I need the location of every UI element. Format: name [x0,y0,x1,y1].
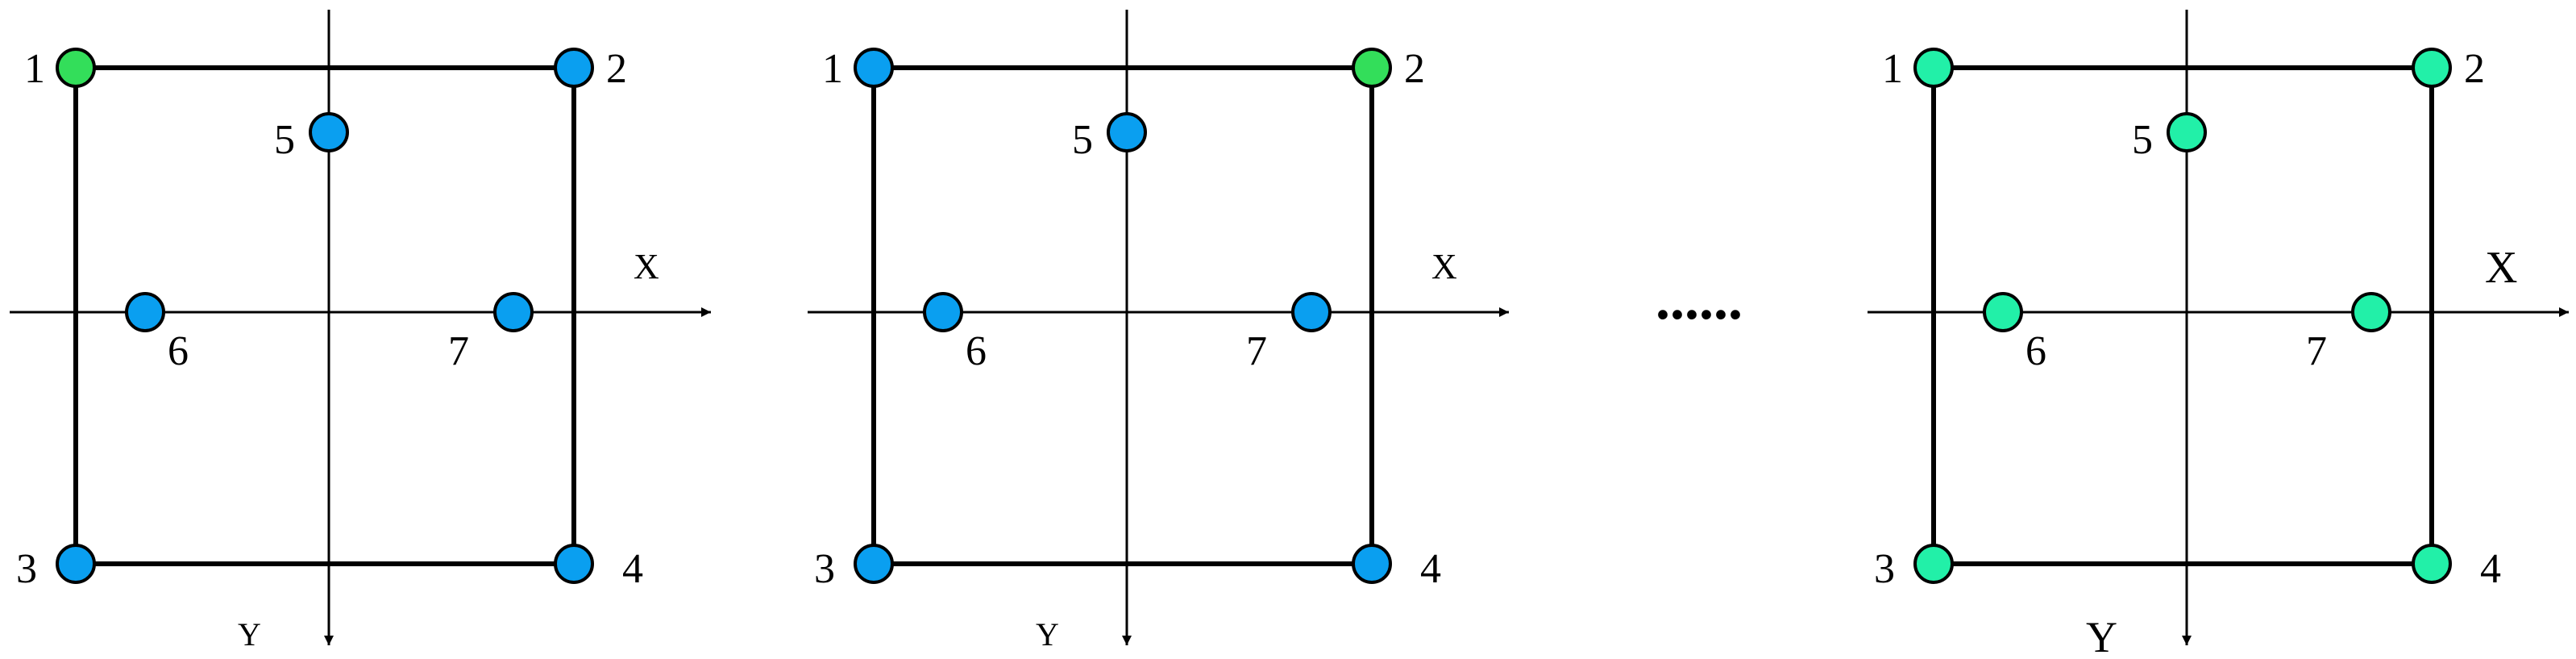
ellipsis-text: ...... [1656,267,1743,332]
node-7-marker [2351,292,2391,332]
node-3-marker [1913,544,1954,584]
square-frame [1931,65,2434,566]
node-2-marker [554,48,594,88]
y-axis-label: Y [238,616,261,653]
x-axis-label: X [1431,247,1457,286]
node-7-label: 7 [448,328,469,374]
node-6-marker [923,292,963,332]
node-6-marker [125,292,165,332]
panel-3: X Y 1 2 3 4 5 6 7 [1868,10,2569,659]
y-axis-label: Y [1036,616,1059,653]
node-4-label: 4 [2480,546,2501,592]
node-7-label: 7 [2306,328,2327,374]
panel-1: X Y 1 2 3 4 5 6 7 [10,10,711,653]
node-5-label: 5 [2132,117,2153,163]
y-axis-label: Y [2086,613,2117,659]
node-1-label: 1 [24,46,45,92]
node-5-marker [309,112,349,152]
node-4-label: 4 [622,546,643,592]
node-1-marker [1913,48,1954,88]
node-2-label: 2 [606,46,627,92]
node-1-marker [56,48,96,88]
node-1-label: 1 [1882,46,1903,92]
node-6-marker [1983,292,2023,332]
node-1-marker [854,48,894,88]
node-3-label: 3 [1874,546,1895,592]
node-3-label: 3 [16,546,37,592]
node-3-marker [56,544,96,584]
node-6-label: 6 [966,328,987,374]
square-frame [871,65,1374,566]
x-axis-label: X [2485,243,2517,293]
node-5-label: 5 [1072,117,1093,163]
x-axis-label: X [634,247,659,286]
node-7-marker [493,292,534,332]
node-2-marker [1352,48,1392,88]
node-5-label: 5 [274,117,295,163]
node-5-marker [2167,112,2207,152]
node-4-label: 4 [1420,546,1441,592]
node-5-marker [1107,112,1147,152]
node-6-label: 6 [168,328,189,374]
node-7-label: 7 [1246,328,1267,374]
node-2-label: 2 [2464,46,2485,92]
node-1-label: 1 [822,46,843,92]
node-6-label: 6 [2025,328,2046,374]
node-7-marker [1291,292,1332,332]
square-frame [73,65,576,566]
panel-2: X Y 1 2 3 4 5 6 7 [808,10,1509,653]
node-4-marker [2412,544,2452,584]
node-2-marker [2412,48,2452,88]
node-3-marker [854,544,894,584]
node-3-label: 3 [814,546,835,592]
node-4-marker [1352,544,1392,584]
node-2-label: 2 [1404,46,1425,92]
panels-group: X Y 1 2 3 4 5 6 7 X Y 1 2 3 4 5 6 7 X Y 1 2 3 4 5 6 7 [10,10,2569,659]
node-4-marker [554,544,594,584]
